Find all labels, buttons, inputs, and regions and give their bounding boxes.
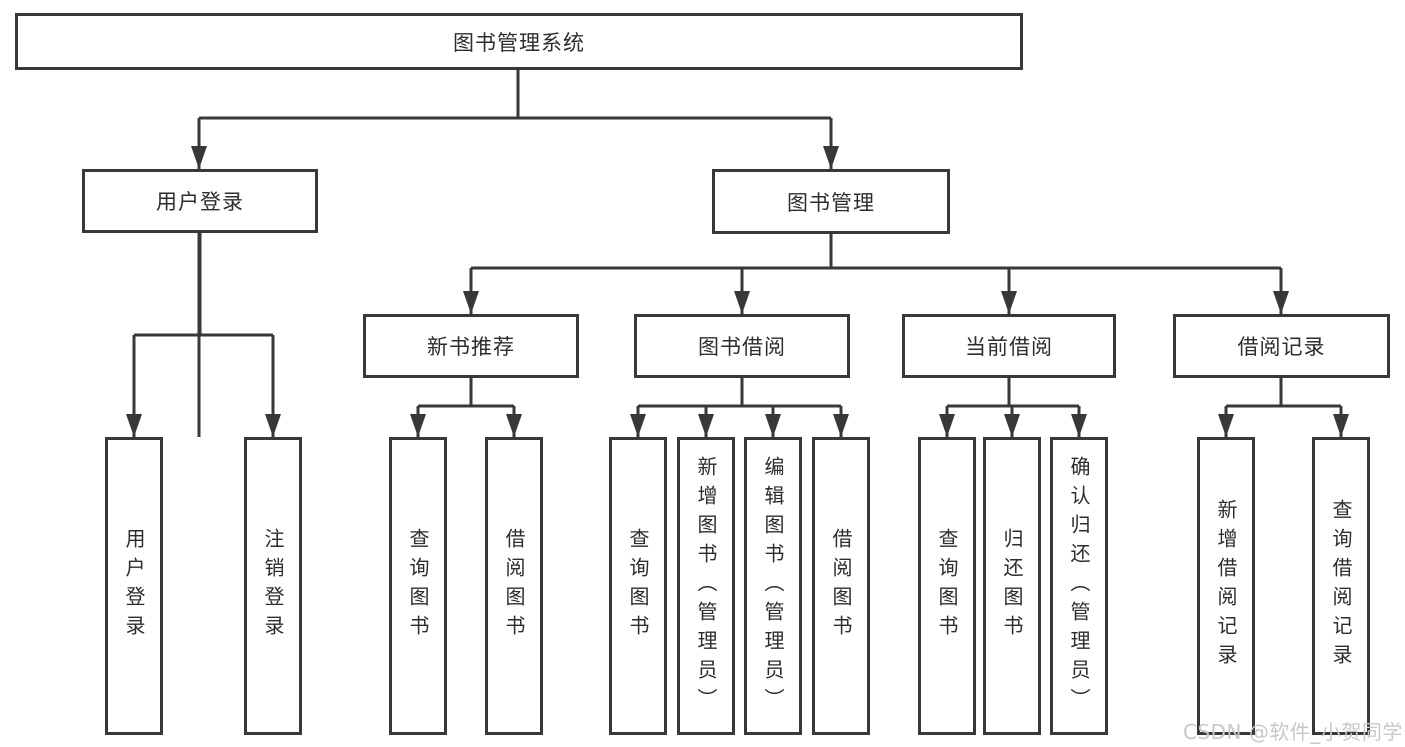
node-label: 用户登录	[156, 190, 244, 214]
node-label: 图书管理系统	[453, 30, 585, 55]
leaf-add-books-admin: 新增图书（管理员）	[677, 437, 735, 735]
node-branch-book-management: 图书管理	[712, 169, 950, 234]
node-label: 查询图书	[406, 528, 430, 644]
leaf-user-login: 用户登录	[105, 437, 163, 735]
arrow-icon	[765, 414, 781, 437]
connector-root-split	[197, 70, 833, 437]
leaf-query-books: 查询图书	[609, 437, 667, 735]
leaf-borrow-books: 借阅图书	[485, 437, 543, 735]
node-label: 新书推荐	[427, 335, 515, 359]
arrow-icon	[1218, 414, 1234, 437]
arrow-icon	[191, 146, 207, 169]
node-label: 借阅记录	[1237, 335, 1326, 359]
arrow-icon	[698, 414, 714, 437]
arrow-icon	[410, 414, 426, 437]
node-module-borrow-records: 借阅记录	[1173, 314, 1390, 378]
node-label: 查询图书	[626, 528, 650, 644]
arrow-icon	[1001, 291, 1017, 314]
node-label: 查询图书	[935, 528, 959, 644]
leaf-query-books: 查询图书	[389, 437, 447, 735]
node-label: 编辑图书（管理员）	[761, 455, 785, 717]
arrow-icon	[1004, 414, 1020, 437]
arrow-icon	[1071, 414, 1087, 437]
connector-borrow-records-split	[1224, 404, 1343, 437]
arrow-icon	[939, 414, 955, 437]
node-label: 图书管理	[787, 190, 875, 215]
leaf-confirm-return-admin: 确认归还（管理员）	[1050, 437, 1108, 735]
leaf-return-books: 归还图书	[983, 437, 1041, 735]
arrow-icon	[833, 414, 849, 437]
leaf-edit-books-admin: 编辑图书（管理员）	[744, 437, 802, 735]
arrowheads	[126, 146, 1349, 437]
arrow-icon	[265, 414, 281, 437]
leaf-query-borrow-record: 查询借阅记录	[1312, 437, 1370, 735]
arrow-icon	[734, 291, 750, 314]
node-label: 新增借阅记录	[1214, 499, 1238, 673]
arrow-icon	[506, 414, 522, 437]
leaf-borrow-books: 借阅图书	[812, 437, 870, 735]
arrow-icon	[1273, 291, 1289, 314]
leaf-add-borrow-record: 新增借阅记录	[1197, 437, 1255, 735]
node-label: 确认归还（管理员）	[1067, 455, 1091, 717]
node-label: 当前借阅	[965, 335, 1053, 359]
node-root-system: 图书管理系统	[15, 13, 1023, 70]
leaf-query-books: 查询图书	[918, 437, 976, 735]
connector-user-login-split	[132, 233, 275, 437]
node-label: 查询借阅记录	[1329, 499, 1353, 673]
node-branch-user-login: 用户登录	[82, 169, 318, 233]
arrow-icon	[126, 414, 142, 437]
node-label: 借阅图书	[829, 528, 853, 644]
node-label: 注销登录	[261, 528, 285, 644]
node-label: 图书借阅	[698, 335, 786, 359]
arrow-icon	[463, 291, 479, 314]
connector-book-borrow-split	[636, 404, 843, 437]
node-module-current-borrow: 当前借阅	[902, 314, 1116, 378]
arrow-icon	[823, 146, 839, 169]
leaf-logout: 注销登录	[244, 437, 302, 735]
node-module-book-borrow: 图书借阅	[634, 314, 850, 378]
csdn-watermark: CSDN @软件_小贺同学	[1183, 720, 1403, 744]
connector-book-management-split	[469, 234, 1283, 314]
arrow-icon	[1333, 414, 1349, 437]
node-label: 借阅图书	[502, 528, 526, 644]
node-module-new-book-recommend: 新书推荐	[363, 314, 579, 378]
connector-new-book-split	[416, 404, 516, 437]
arrow-icon	[630, 414, 646, 437]
node-label: 归还图书	[1000, 528, 1024, 644]
connector-module-trunks	[469, 378, 1283, 406]
node-label: 新增图书（管理员）	[694, 455, 718, 717]
node-label: 用户登录	[122, 528, 146, 644]
